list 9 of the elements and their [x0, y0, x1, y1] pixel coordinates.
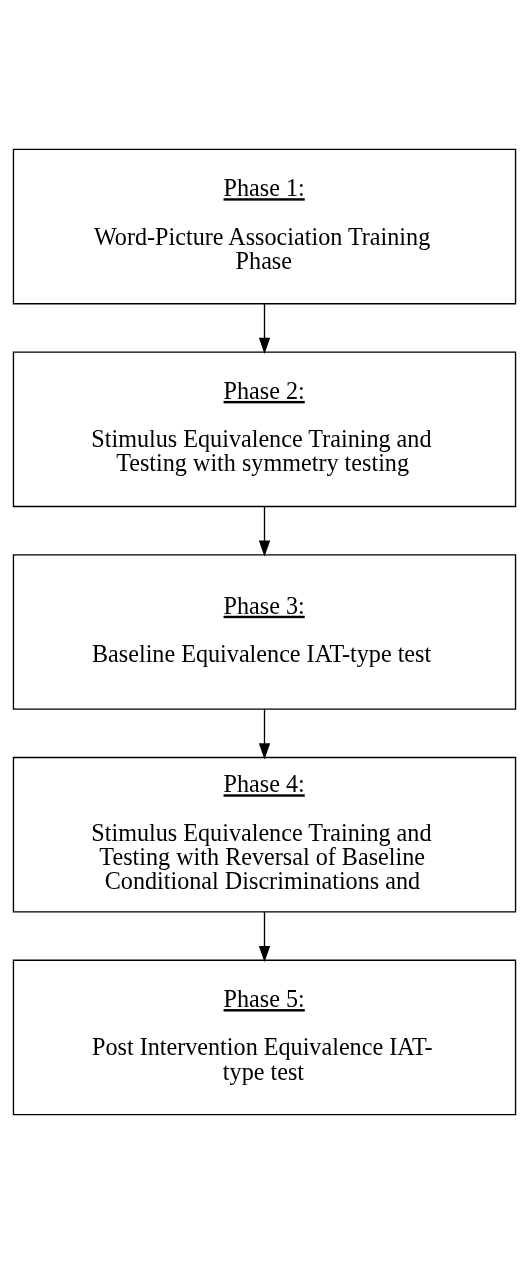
arrow [258, 303, 271, 354]
node-box: Phase 3: Baseline Equivalence IAT-type test [12, 554, 517, 710]
arrow [258, 708, 271, 760]
arrow [258, 911, 271, 963]
node-box: Phase 1: Word-Picture Association Training Phase [12, 148, 517, 305]
node-box: Phase 2: Stimulus Equivalence Training and Testing with symmetry testing [12, 351, 517, 508]
node-box: Phase 4: Stimulus Equivalence Training and Testing with Reversal of Baseline Conditional Discriminations and [12, 756, 517, 913]
node-box: Phase 5: Post Intervention Equivalence IAT-type test [12, 959, 517, 1116]
arrow [258, 506, 271, 557]
